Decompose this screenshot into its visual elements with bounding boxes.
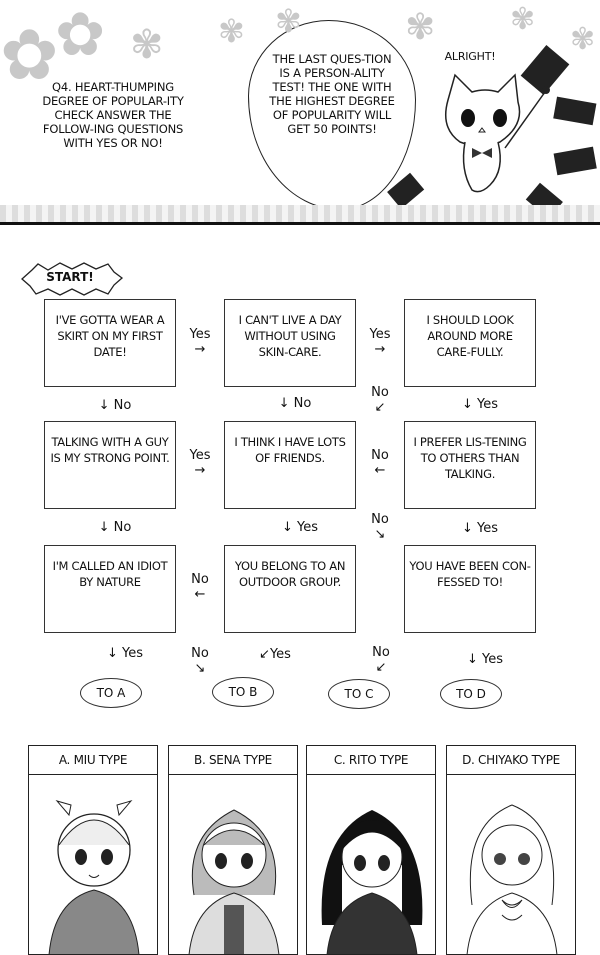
arrow-label: No← [371, 448, 389, 478]
arrow-down-left-icon: ↙ [374, 400, 386, 415]
arrow-label: No↙ [372, 645, 390, 675]
question-box-4: Talking with a guy is my strong point. [44, 421, 176, 509]
arrow-left-icon: ← [374, 463, 386, 478]
type-title: D. Chiyako Type [447, 746, 575, 775]
miu-portrait-icon [48, 800, 140, 954]
arrow-down-icon: ↓ [278, 396, 290, 411]
arrow-down-icon: ↓ [98, 520, 110, 535]
type-panel-d: D. Chiyako Type [446, 745, 576, 955]
flower-decoration: ✾ [405, 7, 436, 48]
arrow-left-icon: ← [194, 587, 206, 602]
flower-decoration: ✿ [55, 0, 106, 70]
header-panel: ✿ ✿ ✾ ✾ ✾ ✾ ✾ ✾ Q4. Heart-thumping degre… [0, 0, 600, 230]
result-oval-b: TO B [212, 677, 274, 707]
result-oval-c: TO C [328, 679, 390, 709]
type-panel-b: B. Sena Type [168, 745, 298, 955]
question-caption: Q4. Heart-thumping degree of popular-ity… [42, 80, 184, 150]
arrow-label: ↓ Yes [281, 520, 319, 535]
arrow-label: Yes→ [189, 327, 211, 357]
type-panel-c: C. Rito Type [306, 745, 436, 955]
arrow-down-left-icon: ↙ [259, 647, 270, 662]
question-box-2: I can't live a day without using skin-ca… [224, 299, 356, 387]
flower-decoration: ✾ [218, 12, 245, 50]
arrow-right-icon: → [374, 342, 386, 357]
arrow-label: Yes→ [189, 448, 211, 478]
arrow-down-right-icon: ↘ [374, 527, 386, 542]
arrow-label: ↓ No [278, 396, 312, 411]
arrow-label: ↓ Yes [106, 646, 144, 661]
speech-bubble [248, 20, 416, 210]
speech-bubble-text: The last ques-tion is a person-ality tes… [269, 52, 395, 136]
flower-decoration: ✾ [275, 2, 302, 40]
flower-decoration: ✿ [0, 14, 59, 96]
decorative-border [0, 205, 600, 225]
arrow-down-icon: ↓ [281, 520, 293, 535]
flower-decoration: ✾ [130, 22, 164, 68]
arrow-label: ↓ No [98, 398, 132, 413]
question-box-8: You belong to an outdoor group. [224, 545, 356, 633]
type-title: B. Sena Type [169, 746, 297, 775]
result-oval-d: TO D [440, 679, 502, 709]
type-title: A. Miu Type [29, 746, 157, 775]
arrow-down-icon: ↓ [106, 646, 118, 661]
arrow-down-left-icon: ↙ [375, 660, 387, 675]
arrow-right-icon: → [194, 342, 206, 357]
arrow-right-icon: → [194, 463, 206, 478]
start-burst [21, 262, 124, 296]
arrow-down-right-icon: ↘ [194, 661, 206, 676]
arrow-label: ↓ Yes [461, 521, 499, 536]
flower-decoration: ✾ [510, 2, 536, 37]
type-title: C. Rito Type [307, 746, 435, 775]
rito-portrait-icon [321, 810, 423, 954]
arrow-label: ↓ Yes [466, 652, 504, 667]
question-box-9: You have been con-fessed to! [404, 545, 536, 633]
question-box-5: I think I have lots of friends. [224, 421, 356, 509]
arrow-label: Yes→ [369, 327, 391, 357]
chiyako-portrait-icon [466, 804, 558, 954]
arrow-label: ↓ Yes [461, 397, 499, 412]
result-oval-a: TO A [80, 678, 142, 708]
question-box-6: I prefer lis-tening to others than talki… [404, 421, 536, 509]
arrow-down-icon: ↓ [98, 398, 110, 413]
arrow-down-icon: ↓ [461, 397, 473, 412]
question-box-3: I should look around more care-fully. [404, 299, 536, 387]
type-panel-a: A. Miu Type [28, 745, 158, 955]
arrow-label: No← [191, 572, 209, 602]
question-box-1: I've gotta wear a skirt on my first date… [44, 299, 176, 387]
sena-portrait-icon [188, 809, 280, 954]
cat-exclaim: Alright! [444, 50, 496, 63]
arrow-label: ↓ No [98, 520, 132, 535]
arrow-label: ↙Yes [259, 647, 291, 662]
arrow-down-icon: ↓ [461, 521, 473, 536]
flower-decoration: ✾ [570, 22, 596, 57]
arrow-label: No↘ [371, 512, 389, 542]
arrow-label: No↘ [191, 646, 209, 676]
question-box-7: I'm called an idiot by nature [44, 545, 176, 633]
arrow-down-icon: ↓ [466, 652, 478, 667]
start-label: START! [46, 270, 94, 284]
arrow-label: No↙ [371, 385, 389, 415]
